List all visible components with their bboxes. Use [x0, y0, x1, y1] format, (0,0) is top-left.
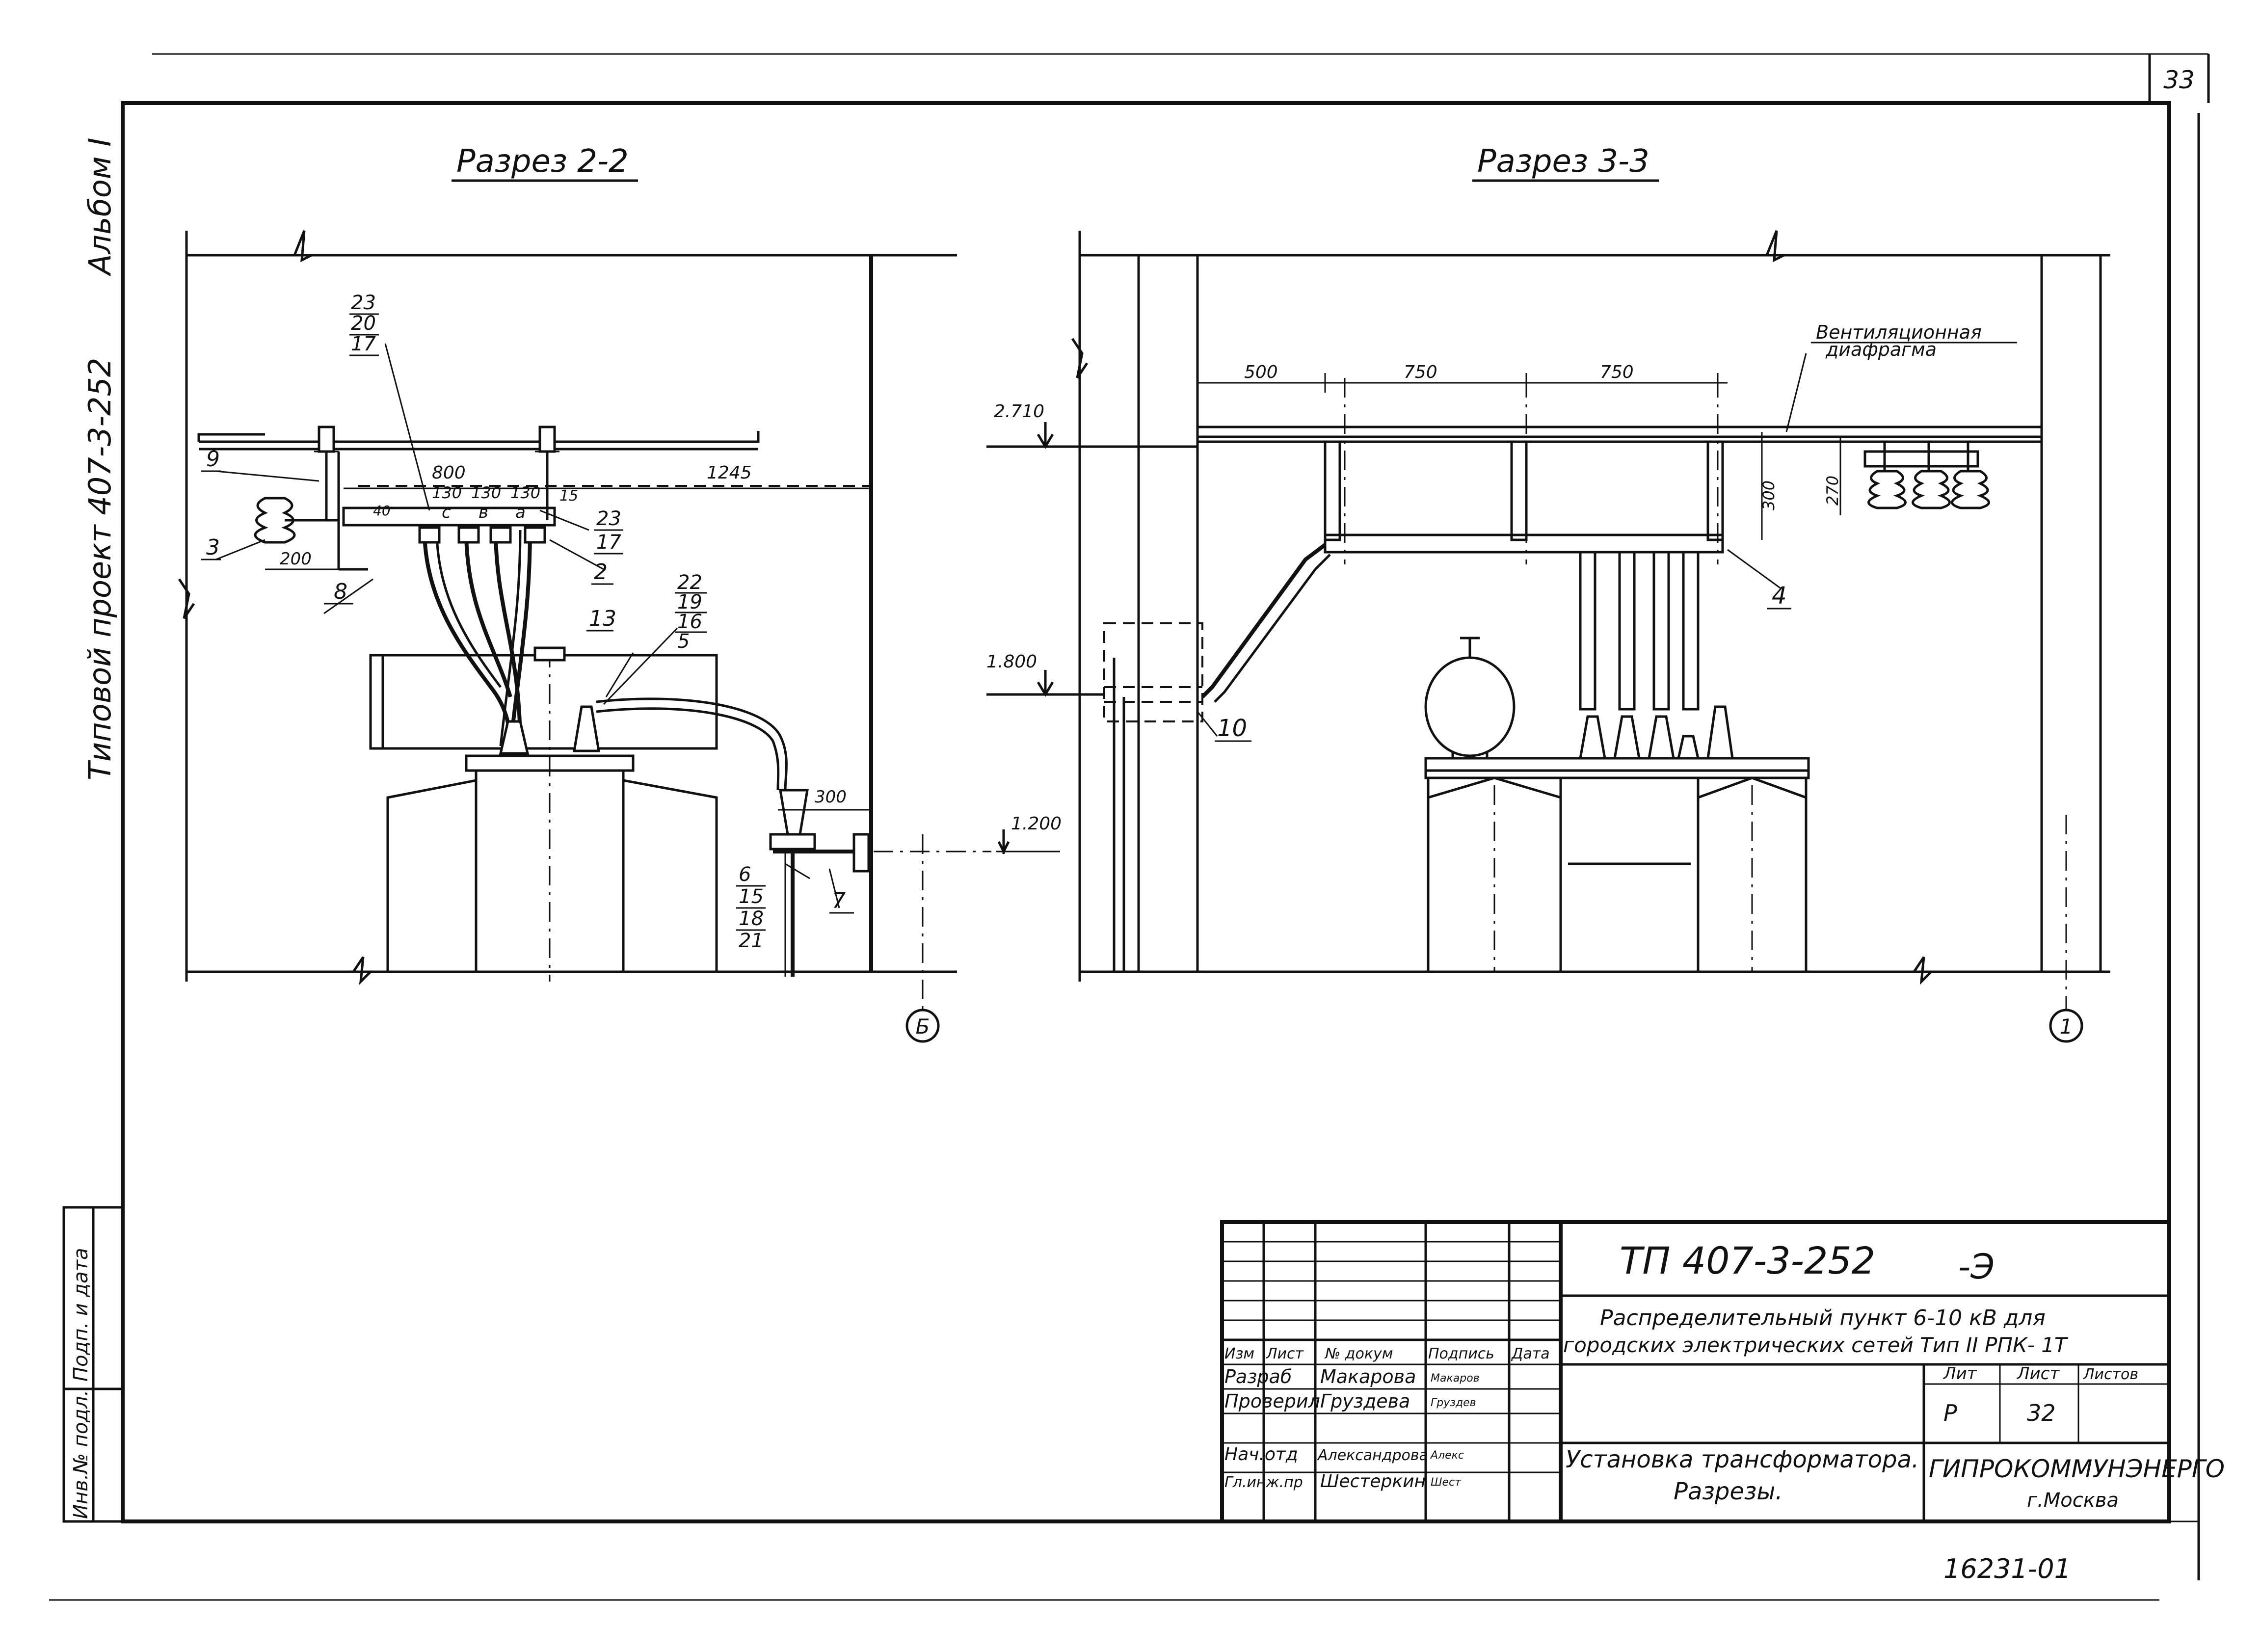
level-1200: 1.200: [1011, 814, 1062, 834]
axis-1-marker: [2049, 1009, 2083, 1043]
left-stamp: [62, 1206, 124, 1523]
phase-b-label: в: [479, 503, 488, 522]
callout-3: 3: [206, 535, 220, 560]
callout-23-top: 23: [351, 292, 376, 314]
callout-23-right: 23: [596, 507, 621, 530]
sign-developer: Макаров: [1431, 1372, 1480, 1385]
callout-7: 7: [832, 888, 846, 913]
page-number: 33: [2163, 66, 2195, 94]
sign-chief-engineer: Шест: [1431, 1476, 1462, 1489]
header-date: Дата: [1511, 1345, 1550, 1362]
callout-10: 10: [1217, 715, 1247, 742]
dim-200: 200: [280, 549, 312, 569]
album-label: Альбом I: [82, 137, 118, 277]
insulator-left: [254, 497, 339, 544]
callout-4: 4: [1772, 582, 1787, 610]
phase-c-label: с: [442, 503, 451, 522]
sign-checker: Груздев: [1431, 1397, 1476, 1409]
callout-15: 15: [739, 885, 764, 908]
dim-1245: 1245: [707, 463, 752, 483]
transformer-3-3: [1424, 637, 1810, 973]
level-1800: 1.800: [986, 652, 1037, 672]
dim-130-b: 130: [471, 483, 501, 502]
drawing-code-suffix: -Э: [1958, 1247, 1995, 1287]
level-2710: 2.710: [994, 401, 1044, 422]
archive-number: 16231-01: [1943, 1553, 2071, 1584]
callout-18: 18: [739, 907, 764, 930]
callout-17-top: 17: [351, 333, 376, 355]
vent-note-line1: Вентиляционная: [1816, 321, 1982, 343]
axis-b-label: Б: [916, 1014, 930, 1039]
callout-17-right: 17: [596, 531, 621, 554]
callout-16: 16: [677, 611, 702, 633]
callout-5-number: 5: [677, 630, 690, 653]
header-sign: Подпись: [1428, 1345, 1494, 1362]
phase-a-label: а: [515, 503, 526, 522]
role-checker: Проверил: [1224, 1390, 1320, 1412]
name-chief-engineer: Шестеркин: [1320, 1471, 1426, 1492]
dim-40: 40: [373, 503, 391, 519]
callout-6: 6: [739, 863, 751, 886]
callout-8: 8: [334, 579, 347, 604]
callout-21: 21: [739, 930, 764, 952]
role-chief-engineer: Гл.инж.пр: [1224, 1474, 1303, 1491]
sheet-frame: [49, 53, 2210, 1601]
dim-15: 15: [559, 487, 578, 505]
name-developer: Макарова: [1320, 1366, 1416, 1387]
axis-1-label: 1: [2060, 1014, 2073, 1039]
stage-header-sheets: Листов: [2083, 1366, 2138, 1383]
name-checker: Груздева: [1320, 1390, 1410, 1412]
organization-city: г.Москва: [2027, 1489, 2119, 1512]
project-label: Типовой проект 407-3-252: [82, 358, 118, 780]
dim-750-a: 750: [1404, 362, 1437, 382]
callout-9: 9: [206, 447, 220, 472]
dim-300-v: 300: [1759, 480, 1778, 510]
title-block: [1220, 1220, 2171, 1523]
description-line1: Распределительный пункт 6-10 кВ для: [1600, 1306, 2046, 1331]
callout-19: 19: [677, 591, 702, 613]
section-2-2: Разрез 2-2: [178, 143, 1060, 1011]
dim-750-b: 750: [1600, 362, 1634, 382]
drawing-title-line1: Установка трансформатора.: [1566, 1446, 1919, 1473]
stamp-inv-number: Инв.№ подл.: [70, 1390, 92, 1519]
section-3-3-title: Разрез 3-3: [1477, 143, 1649, 180]
drawing-title-line2: Разрезы.: [1674, 1478, 1783, 1505]
axis-b-marker: [905, 1009, 940, 1043]
organization-name: ГИПРОКОММУНЭНЕРГО: [1929, 1455, 2225, 1483]
sign-dept-head: Алекс: [1430, 1449, 1464, 1462]
dim-130-c: 130: [432, 483, 462, 502]
dim-800: 800: [432, 463, 466, 483]
stage-header-lit: Лит: [1942, 1364, 1977, 1384]
callout-2: 2: [594, 560, 608, 585]
dim-130-a: 130: [510, 483, 540, 502]
role-developer: Разраб: [1224, 1366, 1292, 1387]
header-doc: № докум: [1324, 1345, 1393, 1362]
dim-300: 300: [815, 787, 847, 807]
sheet-value: 32: [2027, 1400, 2056, 1426]
drawing-code: ТП 407-3-252: [1620, 1239, 1875, 1282]
section-3-3: Разрез 3-3: [986, 143, 2110, 985]
dim-500: 500: [1244, 362, 1278, 382]
header-izm: Изм: [1224, 1345, 1254, 1362]
stage-header-sheet: Лист: [2016, 1364, 2060, 1384]
section-2-2-title: Разрез 2-2: [456, 143, 629, 180]
transformer-2-2: [369, 646, 718, 982]
callout-20-top: 20: [351, 312, 376, 335]
insulators-right: [1863, 442, 1990, 509]
stamp-sign-date: Подп. и дата: [70, 1248, 92, 1382]
role-dept-head: Нач.отд: [1224, 1444, 1298, 1465]
stage-value: Р: [1943, 1400, 1957, 1426]
callout-13: 13: [589, 606, 616, 631]
description-line2: городских электрических сетей Тип II РПК…: [1563, 1333, 2069, 1357]
name-dept-head: Александрова: [1317, 1447, 1428, 1464]
callout-22: 22: [677, 571, 702, 594]
cable-bundle: [418, 526, 546, 751]
dim-270-v: 270: [1823, 476, 1842, 506]
header-list: Лист: [1266, 1345, 1304, 1362]
